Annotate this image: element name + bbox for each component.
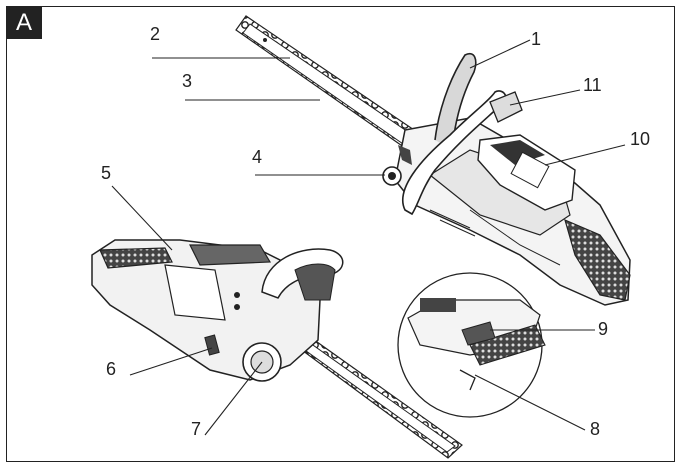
- screw-1: [234, 292, 240, 298]
- on-off-trigger: [459, 369, 476, 391]
- leader-lines: [111, 39, 626, 436]
- callout-9: 9: [598, 319, 609, 339]
- callout-7: 7: [191, 419, 202, 439]
- callout-1: 1: [531, 29, 542, 49]
- upper-guide-bar-with-chain: [235, 15, 421, 151]
- rear-handle-grip: [99, 247, 173, 269]
- bar-lock-lever: [204, 334, 220, 356]
- lower-battery-pack: [189, 244, 272, 266]
- upper-chainsaw: [235, 15, 631, 306]
- callout-3: 3: [182, 71, 193, 91]
- knob-center: [388, 172, 396, 180]
- upper-battery-pack: [477, 134, 576, 211]
- detail-dark-block: [420, 298, 456, 312]
- callout-4: 4: [252, 147, 263, 167]
- lower-side-panel: [164, 264, 226, 321]
- front-handle: [402, 90, 507, 216]
- lower-hand-guard: [294, 263, 336, 301]
- callout-6: 6: [106, 359, 117, 379]
- panel-label: A: [6, 6, 42, 39]
- oil-tank-cap: [489, 91, 523, 123]
- upper-sprocket-cover: [398, 145, 412, 165]
- screw-2: [234, 304, 240, 310]
- detail-grip: [469, 324, 546, 366]
- detail-inset: [397, 272, 546, 418]
- callout-10: 10: [630, 129, 651, 149]
- callout-5: 5: [101, 163, 112, 183]
- callout-8: 8: [590, 419, 601, 439]
- callout-2: 2: [150, 24, 161, 44]
- front-hand-guard: [434, 53, 477, 151]
- trigger-lock-button: [461, 321, 496, 346]
- figure-frame: [6, 6, 675, 462]
- callout-11: 11: [583, 75, 602, 95]
- upper-rear-grip: [564, 218, 631, 301]
